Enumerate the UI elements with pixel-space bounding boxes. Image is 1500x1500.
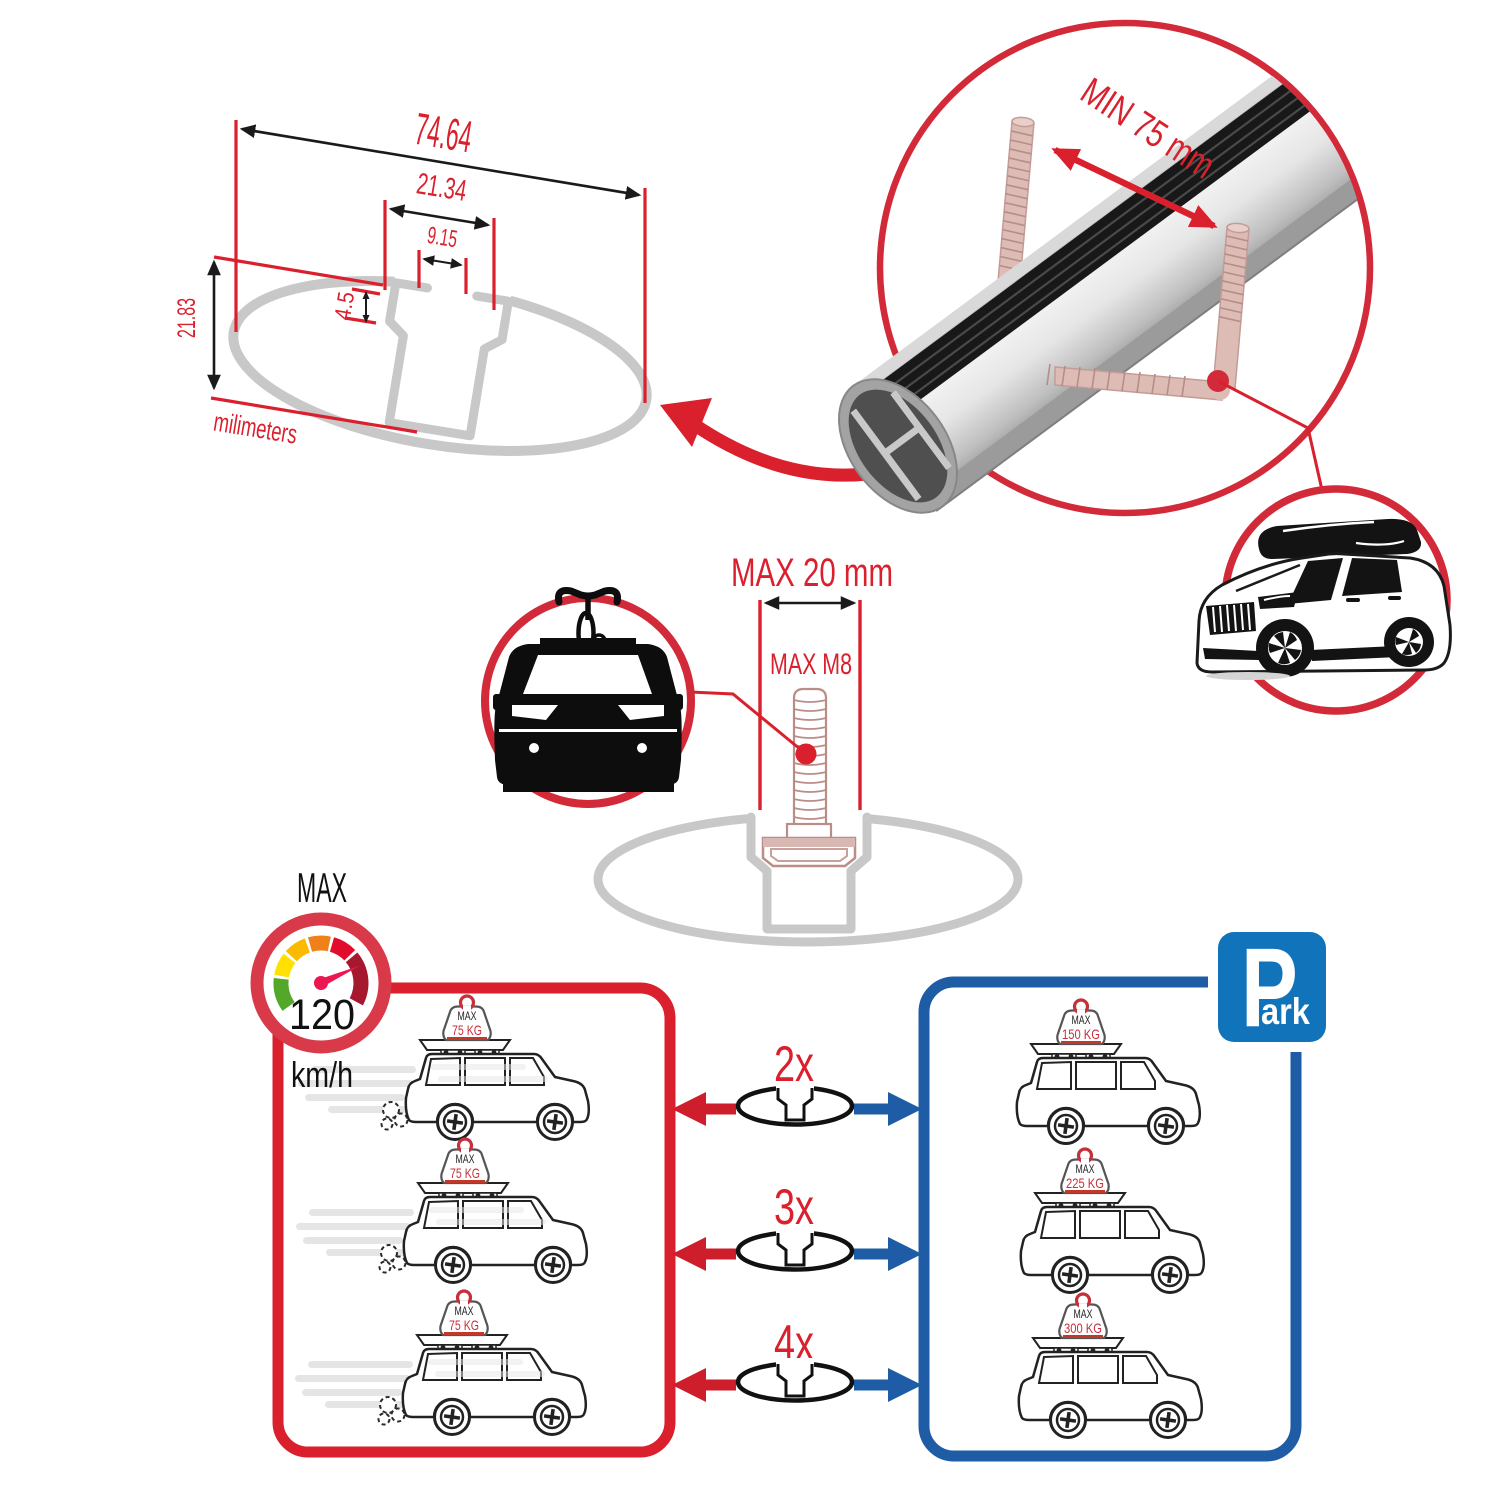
svg-text:ark: ark: [1261, 991, 1310, 1032]
svg-text:MAX: MAX: [456, 1152, 475, 1166]
svg-text:MAX: MAX: [458, 1009, 477, 1023]
svg-text:MAX: MAX: [1074, 1307, 1093, 1321]
svg-text:P: P: [1241, 926, 1298, 1051]
svg-text:MAX: MAX: [1076, 1162, 1095, 1176]
svg-text:MAX: MAX: [297, 864, 347, 911]
svg-text:120: 120: [289, 991, 355, 1039]
svg-text:km/h: km/h: [291, 1054, 353, 1095]
svg-text:75 KG: 75 KG: [450, 1165, 480, 1181]
svg-text:21.83: 21.83: [173, 298, 201, 338]
svg-text:MAX: MAX: [1072, 1013, 1091, 1027]
svg-text:74.64: 74.64: [411, 103, 475, 163]
svg-text:9.15: 9.15: [425, 222, 459, 253]
svg-text:3x: 3x: [774, 1179, 814, 1235]
svg-text:225 KG: 225 KG: [1066, 1175, 1104, 1191]
svg-text:MAX 20 mm: MAX 20 mm: [731, 551, 893, 595]
svg-text:4.5: 4.5: [329, 290, 359, 322]
svg-text:21.34: 21.34: [414, 167, 469, 208]
svg-text:75 KG: 75 KG: [452, 1022, 482, 1038]
svg-text:150 KG: 150 KG: [1062, 1026, 1100, 1042]
svg-text:MAX M8: MAX M8: [770, 648, 852, 681]
svg-text:300 KG: 300 KG: [1064, 1320, 1102, 1336]
svg-text:MAX: MAX: [455, 1304, 474, 1318]
svg-text:75 KG: 75 KG: [449, 1317, 479, 1333]
